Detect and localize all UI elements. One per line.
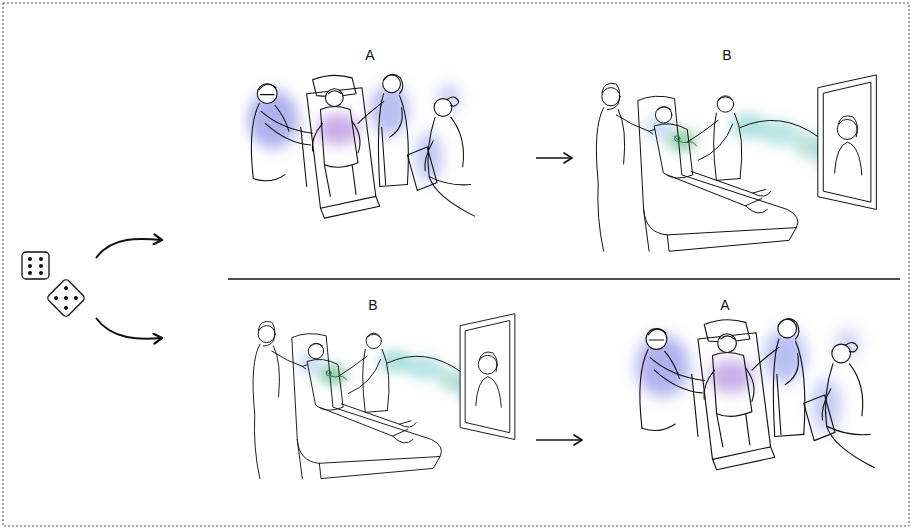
branch-arrow — [96, 239, 162, 258]
care-scene-a — [247, 74, 474, 218]
sequence-arrow — [536, 157, 572, 158]
care-scene-b — [596, 75, 876, 251]
scene-panel: A — [240, 45, 530, 230]
dice-icon — [22, 252, 86, 318]
panel-label: B — [722, 47, 731, 63]
scene-panel: A — [588, 293, 902, 478]
dotted-frame — [3, 3, 909, 526]
divider-line — [228, 278, 900, 279]
panel-label: A — [720, 297, 729, 313]
branch-arrow — [96, 318, 162, 339]
care-scene-a — [636, 319, 875, 470]
panel-label: B — [368, 297, 377, 313]
panel-label: A — [365, 47, 374, 63]
care-scene-b — [253, 314, 515, 479]
sequence-arrow — [536, 439, 582, 440]
scene-panel: B — [578, 45, 882, 270]
scene-panel: B — [232, 293, 530, 478]
